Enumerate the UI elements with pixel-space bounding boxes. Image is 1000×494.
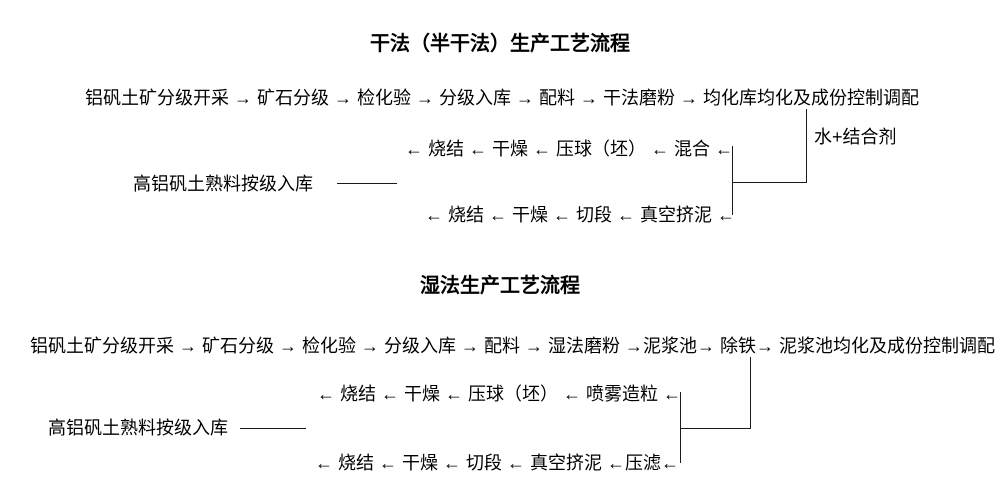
wet-branch-horizontal-line [680,428,751,429]
dry-branch-top-row: ← 烧结 ← 干燥 ← 压球（坯） ← 混合 ← [405,139,734,159]
wet-main-flow-row: 铝矾土矿分级开采 → 矿石分级 → 检化验 → 分级入库 → 配料 → 湿法磨粉… [30,336,996,356]
wet-storage-label: 高铝矾土熟料按级入库 [48,418,228,438]
wet-branch-top-row: ← 烧结 ← 干燥 ← 压球（坯） ← 喷雾造粒 ← [317,384,682,404]
dry-process-title: 干法（半干法）生产工艺流程 [370,33,630,55]
dry-branch-bottom-row: ← 烧结 ← 干燥 ← 切段 ← 真空挤泥 ← [425,205,736,225]
wet-branch-vertical-line [680,392,681,463]
dry-additive-label: 水+结合剂 [814,127,897,147]
wet-branch-bottom-row: ← 烧结 ← 干燥 ← 切段 ← 真空挤泥 ←压滤← [315,453,680,473]
dry-main-flow-row: 铝矾土矿分级开采 → 矿石分级 → 检化验 → 分级入库 → 配料 → 干法磨粉… [85,88,920,108]
wet-storage-leader-line [240,428,306,429]
wet-process-title: 湿法生产工艺流程 [420,275,580,297]
dry-storage-label: 高铝矾土熟料按级入库 [133,174,313,194]
wet-feed-vertical-line [750,357,751,429]
dry-branch-vertical-line [732,146,733,215]
dry-branch-horizontal-line [732,182,807,183]
dry-storage-leader-line [337,183,397,184]
dry-feed-vertical-line [806,109,807,183]
